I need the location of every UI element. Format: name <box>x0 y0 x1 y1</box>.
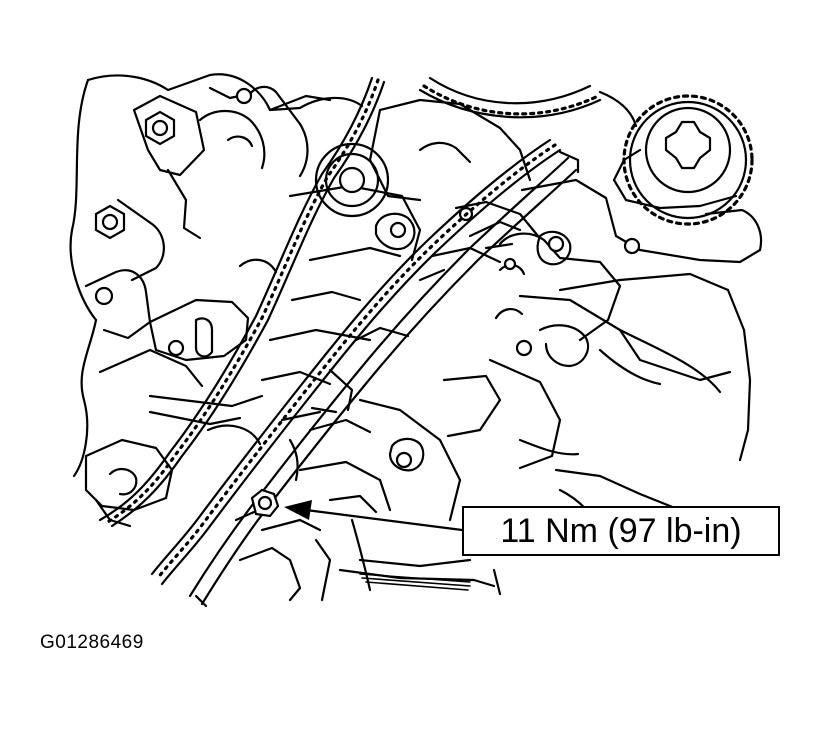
chain-guide-rail <box>188 150 580 608</box>
timing-chain-left <box>98 76 386 528</box>
hex-bolt-icon <box>250 488 280 518</box>
engine-block-outline <box>69 73 763 602</box>
cam-sprocket <box>612 94 754 226</box>
figure-id-label: G01286469 <box>40 632 144 653</box>
hex-bolt-icon <box>94 204 126 240</box>
arrow-left-icon <box>284 500 464 532</box>
torque-callout-text: 11 Nm (97 lb-in) <box>500 511 742 550</box>
crank-gear <box>418 76 602 119</box>
idler-pulley <box>314 142 390 218</box>
hex-bolt-icon <box>144 110 176 146</box>
timing-chain-right <box>150 90 638 586</box>
mounting-holes <box>94 87 641 469</box>
torque-callout: 11 Nm (97 lb-in) <box>462 506 780 556</box>
